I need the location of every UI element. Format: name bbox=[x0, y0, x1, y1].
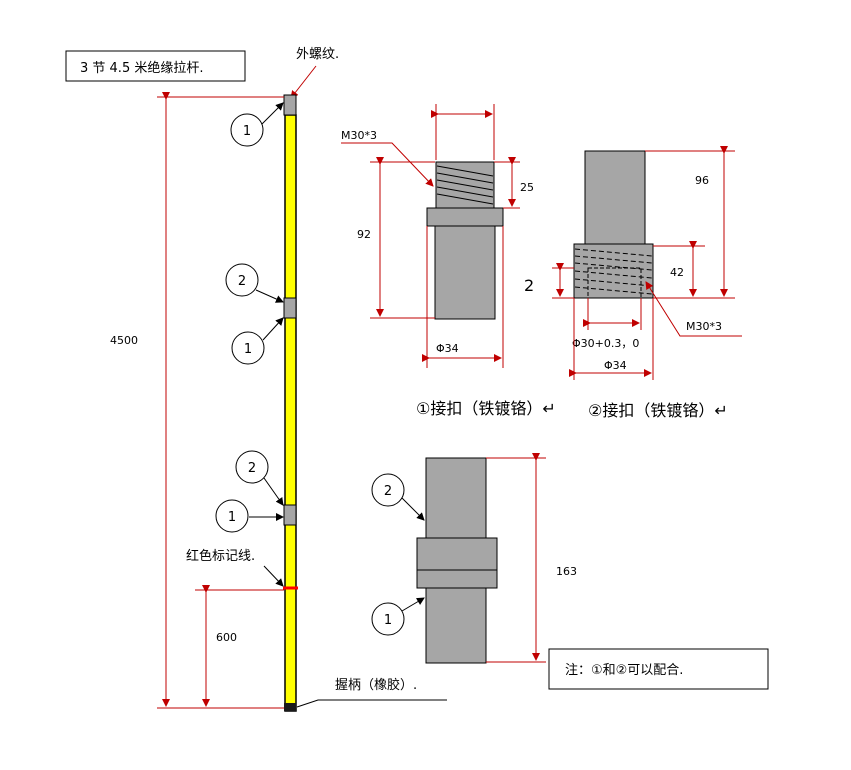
part2-upper-body bbox=[584, 150, 646, 245]
joint-marker-text: 1 bbox=[243, 124, 251, 139]
joint-marker-1-lower: 1 bbox=[215, 499, 284, 533]
assembly-collar-lower bbox=[416, 569, 498, 589]
assembly-marker-text: 2 bbox=[384, 484, 392, 499]
assembly-length-value: 163 bbox=[556, 565, 577, 578]
total-length-value: 4500 bbox=[110, 334, 138, 347]
pole-joint-middle bbox=[283, 297, 297, 319]
red-mark-leader bbox=[263, 565, 284, 587]
assembly-collar-upper bbox=[416, 537, 498, 571]
part-1-connector: M30*3 92 25 Φ34 ①接扣（铁镀铬）↵ bbox=[341, 104, 556, 418]
part2-height-value: 96 bbox=[695, 174, 709, 187]
part1-thread-length-value: 25 bbox=[520, 181, 534, 194]
assembled-connector: 163 2 1 注：①和②可以配合. bbox=[371, 453, 769, 690]
joint-marker-text: 2 bbox=[248, 461, 256, 476]
part1-height-value: 92 bbox=[357, 228, 371, 241]
part1-flange bbox=[426, 207, 504, 227]
assembly-upper bbox=[425, 457, 487, 539]
assembly-marker-2: 2 bbox=[371, 473, 425, 521]
part-2-connector: 96 42 2 M30*3 Φ30+0.3，0 Φ34 ②接扣（铁镀铬）↵ bbox=[524, 146, 742, 420]
joint-marker-2-upper: 2 bbox=[225, 263, 284, 303]
part1-thread-lines bbox=[436, 165, 494, 205]
handle-leader bbox=[296, 699, 447, 708]
joint-marker-1-middle: 1 bbox=[231, 317, 284, 365]
thread-leader bbox=[290, 65, 317, 99]
note-box bbox=[548, 648, 769, 690]
title-box bbox=[65, 50, 246, 82]
part2-bore-value: Φ30+0.3，0 bbox=[572, 337, 639, 350]
joint-marker-1-top: 1 bbox=[230, 102, 284, 147]
part2-thread-leader bbox=[645, 281, 742, 337]
part2-caption: ②接扣（铁镀铬）↵ bbox=[588, 401, 728, 420]
part2-diameter-value: Φ34 bbox=[604, 359, 627, 372]
part2-thread-spec: M30*3 bbox=[686, 320, 722, 333]
pole-assembly: 3 节 4.5 米绝缘拉杆. 外螺纹. 4500 600 红色标记线. 握柄（橡… bbox=[65, 47, 447, 712]
joint-marker-text: 2 bbox=[238, 274, 246, 289]
part2-side-mark: 2 bbox=[524, 276, 534, 295]
part2-thread-bore bbox=[587, 267, 642, 299]
handle-label: 握柄（橡胶）. bbox=[335, 677, 417, 693]
pole-joint-top bbox=[283, 94, 297, 116]
part2-thread-lines bbox=[574, 248, 653, 295]
part1-thread-spec: M30*3 bbox=[341, 129, 377, 142]
assembly-lower bbox=[425, 587, 487, 664]
joint-marker-text: 1 bbox=[244, 342, 252, 357]
pole-body bbox=[284, 114, 297, 712]
handle-end bbox=[284, 703, 296, 711]
joint-marker-2-lower: 2 bbox=[235, 450, 284, 506]
joint-marker-text: 1 bbox=[228, 510, 236, 525]
thread-label: 外螺纹. bbox=[296, 47, 339, 62]
part2-thread-depth-value: 42 bbox=[670, 266, 684, 279]
handle-dim-value: 600 bbox=[216, 631, 237, 644]
assembly-marker-text: 1 bbox=[384, 613, 392, 628]
part1-caption: ①接扣（铁镀铬）↵ bbox=[416, 399, 556, 418]
pole-title: 3 节 4.5 米绝缘拉杆. bbox=[80, 60, 203, 76]
pole-joint-lower bbox=[283, 504, 297, 526]
part1-body bbox=[434, 225, 496, 320]
part1-thread-leader bbox=[341, 142, 434, 187]
assembly-marker-1: 1 bbox=[371, 597, 425, 636]
assembly-note: 注：①和②可以配合. bbox=[565, 663, 683, 678]
part2-lower-body bbox=[573, 243, 654, 299]
red-mark-label: 红色标记线. bbox=[186, 548, 255, 564]
part1-diameter-value: Φ34 bbox=[436, 342, 459, 355]
